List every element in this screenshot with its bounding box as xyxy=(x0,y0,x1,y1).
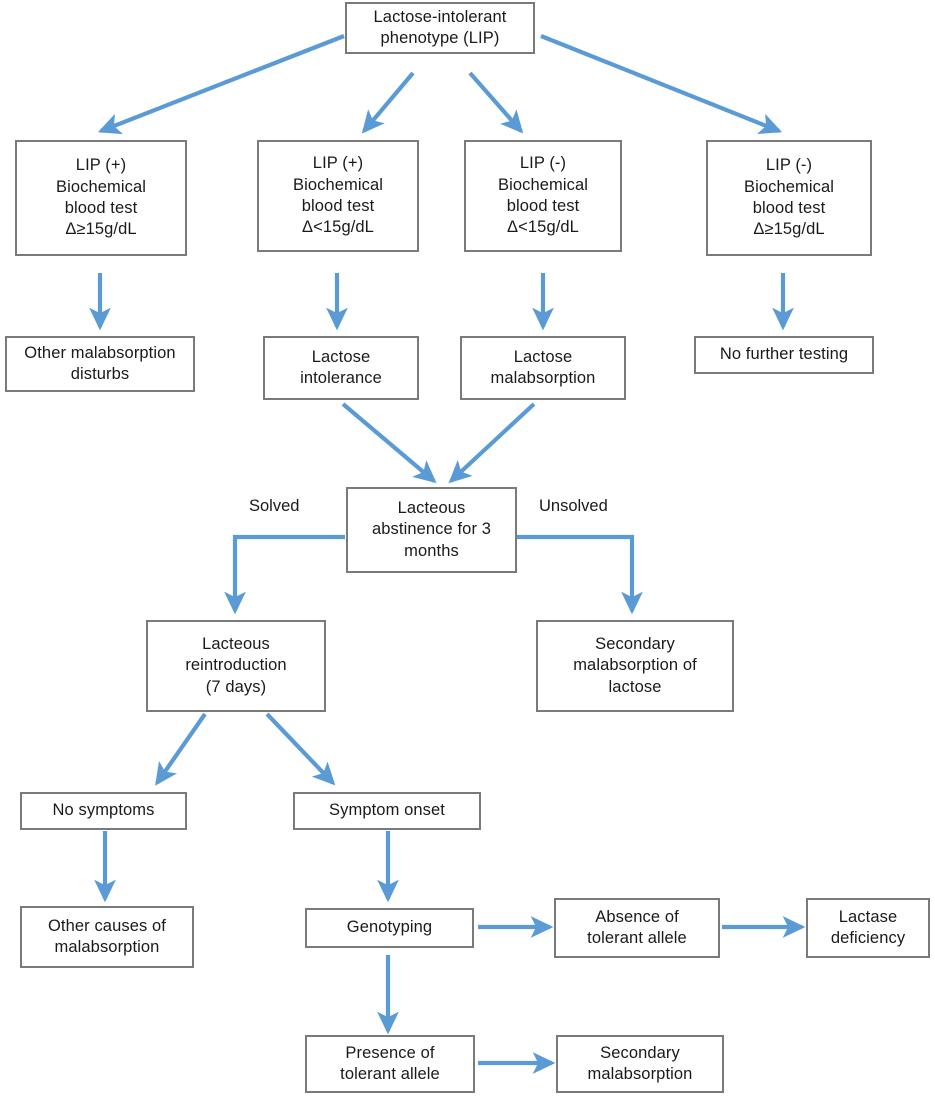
node-lip-pos-high-line4: Δ≥15g/dL xyxy=(65,220,137,239)
arrow-reintroduction-to-no-symptoms xyxy=(155,712,207,786)
node-other-malabsorption-disturbs[interactable]: Other malabsorption disturbs xyxy=(5,336,195,392)
node-lip-pos-high-line2: Biochemical xyxy=(55,177,147,196)
node-absence-tolerant-allele[interactable]: Absence of tolerant allele xyxy=(554,898,720,958)
node-lip-neg-low-line4: Δ<15g/dL xyxy=(507,218,579,237)
node-lip-neg-low-line3: blood test xyxy=(506,197,580,215)
node-secondary-malabsorption[interactable]: Secondary malabsorption xyxy=(556,1035,724,1093)
node-lip-neg-low-line1: LIP (-) xyxy=(519,154,567,173)
node-lactose-intolerance-line1: Lactose xyxy=(311,347,371,366)
node-lip-pos-low-line4: Δ<15g/dL xyxy=(302,218,374,237)
node-lactose-malabsorption[interactable]: Lactose malabsorption xyxy=(460,336,626,400)
node-lip-pos-low-line2: Biochemical xyxy=(292,175,384,194)
arrow-lactose-intolerance-to-abstinence xyxy=(341,402,437,484)
node-lip-pos-low-line3: blood test xyxy=(301,197,375,215)
node-lacteous-reintroduction-line1: Lacteous xyxy=(202,634,270,653)
node-lactose-intolerance-line2: intolerance xyxy=(300,369,382,387)
node-other-malabsorption-disturbs-line2: disturbs xyxy=(70,365,130,383)
node-secondary-malabsorption-line2: malabsorption xyxy=(587,1065,693,1083)
arrow-root-to-lip-neg-high xyxy=(540,34,783,134)
node-no-further-testing[interactable]: No further testing xyxy=(694,336,874,374)
node-secondary-malabsorption-line1: Secondary xyxy=(600,1043,680,1062)
node-presence-tolerant-allele-line2: tolerant allele xyxy=(340,1065,440,1083)
node-lip-pos-low-line1: LIP (+) xyxy=(312,154,364,173)
arrow-reintroduction-to-symptom-onset xyxy=(265,712,336,786)
arrow-root-to-lip-pos-high xyxy=(97,34,345,135)
node-lacteous-abstinence-line3: months xyxy=(404,541,459,560)
node-secondary-malabsorption-lactose-line3: lactose xyxy=(608,677,662,696)
node-lip-neg-high[interactable]: LIP (-) Biochemical blood test Δ≥15g/dL xyxy=(706,140,872,256)
node-presence-tolerant-allele[interactable]: Presence of tolerant allele xyxy=(305,1035,475,1093)
node-root-line2: phenotype (LIP) xyxy=(380,29,500,47)
node-absence-tolerant-allele-line2: tolerant allele xyxy=(587,929,687,947)
node-absence-tolerant-allele-line1: Absence of xyxy=(595,907,679,926)
node-lip-pos-high-line3: blood test xyxy=(64,199,138,217)
node-secondary-malabsorption-lactose-line1: Secondary xyxy=(595,634,675,653)
node-lacteous-abstinence[interactable]: Lacteous abstinence for 3 months xyxy=(346,487,517,573)
node-lacteous-abstinence-line1: Lacteous xyxy=(397,498,466,517)
edge-label-unsolved: Unsolved xyxy=(539,497,608,515)
node-lactose-intolerance[interactable]: Lactose intolerance xyxy=(263,336,419,400)
node-lacteous-reintroduction-line3: (7 days) xyxy=(205,677,267,696)
node-no-symptoms[interactable]: No symptoms xyxy=(20,792,187,830)
node-lacteous-abstinence-line2: abstinence for 3 xyxy=(371,520,491,539)
node-root-line1: Lactose-intolerant xyxy=(373,7,507,26)
node-lactase-deficiency-line2: deficiency xyxy=(830,929,906,947)
node-other-causes-malabsorption-line1: Other causes of xyxy=(48,916,166,935)
node-root[interactable]: Lactose-intolerant phenotype (LIP) xyxy=(345,2,535,54)
node-lip-neg-high-line4: Δ≥15g/dL xyxy=(753,220,825,239)
node-lactase-deficiency[interactable]: Lactase deficiency xyxy=(806,898,930,958)
node-lip-neg-high-line1: LIP (-) xyxy=(765,156,813,175)
arrow-root-to-lip-neg-low xyxy=(468,71,524,134)
node-lacteous-reintroduction-line2: reintroduction xyxy=(185,656,287,675)
node-other-causes-malabsorption[interactable]: Other causes of malabsorption xyxy=(20,906,194,968)
arrow-abstinence-solved xyxy=(224,534,345,615)
node-lip-neg-low-line2: Biochemical xyxy=(497,175,589,194)
node-lip-pos-high[interactable]: LIP (+) Biochemical blood test Δ≥15g/dL xyxy=(15,140,187,256)
node-no-further-testing-line1: No further testing xyxy=(719,345,849,364)
arrow-abstinence-unsolved xyxy=(517,534,643,615)
node-secondary-malabsorption-lactose-line2: malabsorption of xyxy=(573,656,697,675)
node-lactase-deficiency-line1: Lactase xyxy=(838,907,898,926)
node-lacteous-reintroduction[interactable]: Lacteous reintroduction (7 days) xyxy=(146,620,326,712)
node-symptom-onset-line1: Symptom onset xyxy=(329,801,445,820)
node-symptom-onset[interactable]: Symptom onset xyxy=(293,792,481,830)
node-presence-tolerant-allele-line1: Presence of xyxy=(345,1043,435,1062)
node-lactose-malabsorption-line1: Lactose xyxy=(513,347,573,366)
node-lactose-malabsorption-line2: malabsorption xyxy=(490,369,596,387)
node-lip-neg-low[interactable]: LIP (-) Biochemical blood test Δ<15g/dL xyxy=(464,140,622,252)
arrow-root-to-lip-pos-low xyxy=(361,71,415,134)
node-secondary-malabsorption-lactose[interactable]: Secondary malabsorption of lactose xyxy=(536,620,734,712)
node-genotyping-line1: Genotyping xyxy=(346,918,433,937)
node-lip-neg-high-line3: blood test xyxy=(752,199,826,217)
node-other-malabsorption-disturbs-line1: Other malabsorption xyxy=(24,343,176,362)
edge-label-solved: Solved xyxy=(249,497,300,515)
node-lip-pos-high-line1: LIP (+) xyxy=(75,156,127,175)
node-lip-pos-low[interactable]: LIP (+) Biochemical blood test Δ<15g/dL xyxy=(257,140,419,252)
arrow-lactose-malabsorption-to-abstinence xyxy=(448,402,536,484)
node-no-symptoms-line1: No symptoms xyxy=(52,801,155,820)
node-other-causes-malabsorption-line2: malabsorption xyxy=(54,938,160,956)
node-lip-neg-high-line2: Biochemical xyxy=(743,177,835,196)
node-genotyping[interactable]: Genotyping xyxy=(305,908,474,948)
